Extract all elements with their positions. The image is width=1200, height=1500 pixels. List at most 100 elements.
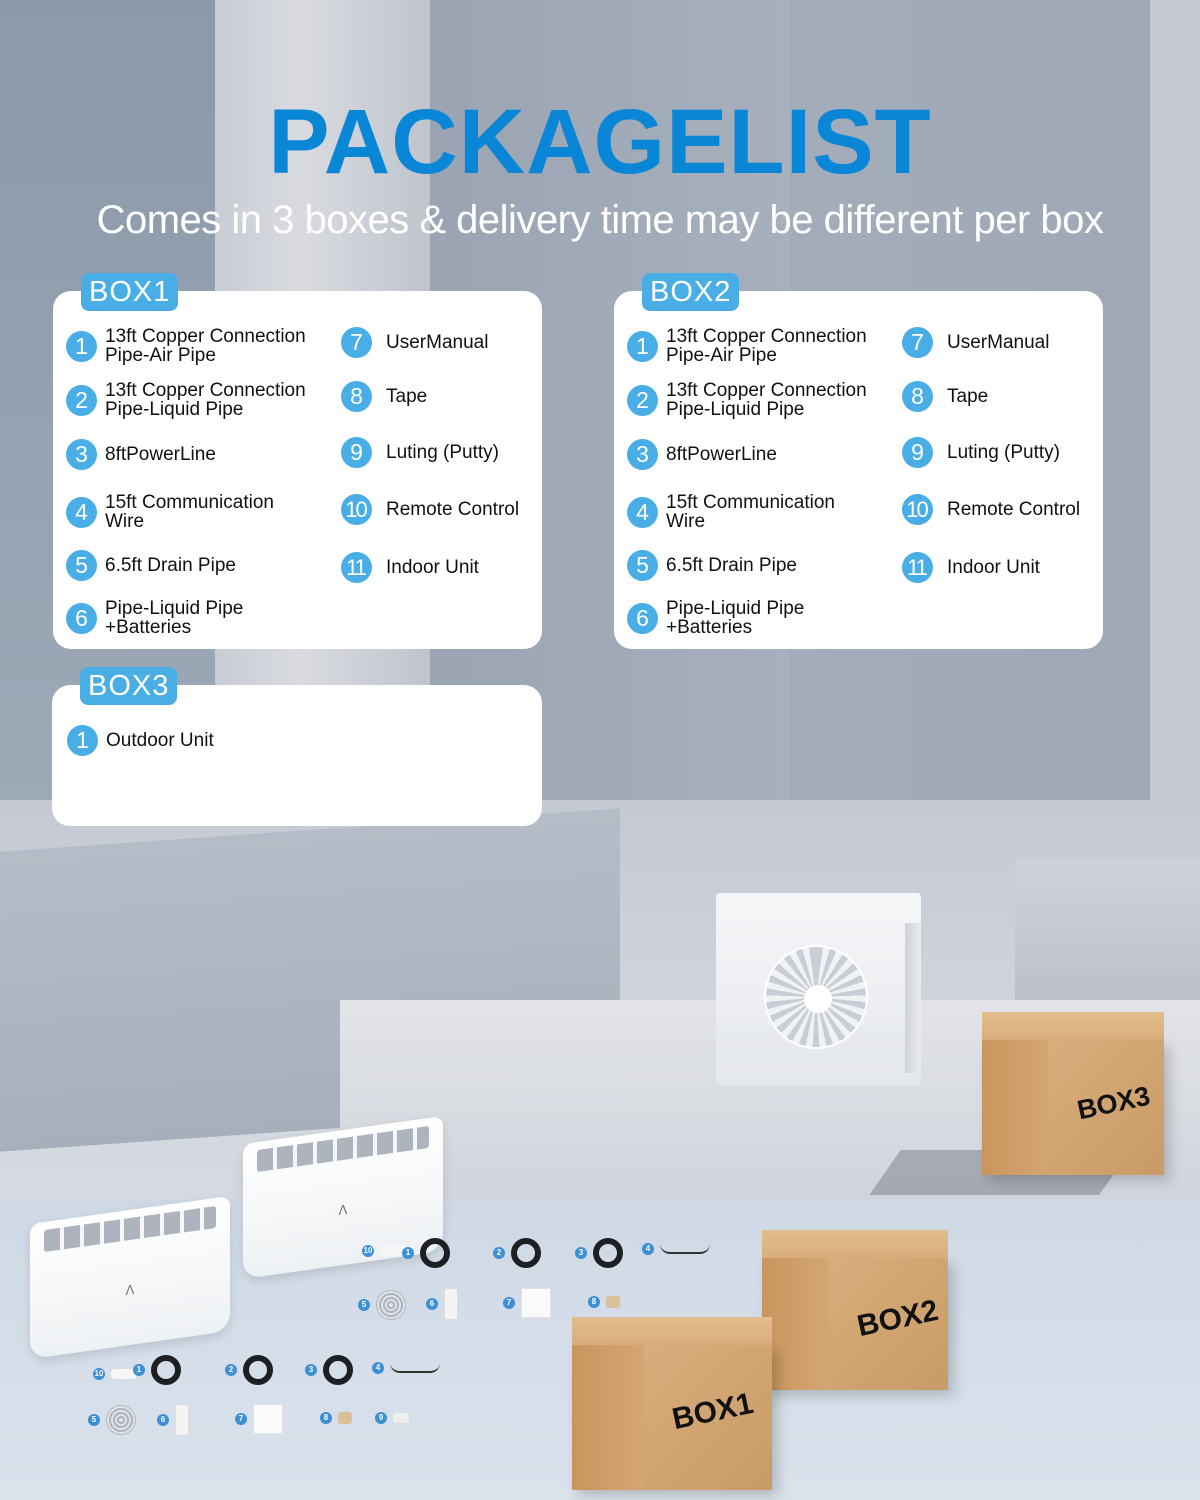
accessory-pipe: 2 <box>493 1238 541 1268</box>
accessory-manual: 7 <box>235 1404 283 1434</box>
list-item: 11 Indoor Unit <box>902 552 1040 583</box>
list-item: 3 8ftPowerLine <box>627 439 777 470</box>
item-number-badge: 10 <box>902 494 933 525</box>
list-item: 7 UserManual <box>902 327 1049 358</box>
page-title: PACKAGELIST <box>268 91 932 193</box>
accessory-pipe: 1 <box>402 1238 450 1268</box>
item-number-badge: 7 <box>341 327 372 358</box>
carton-label: BOX1 <box>669 1386 757 1437</box>
item-number-badge: 6 <box>627 602 658 634</box>
accessory-pipe: 1 <box>133 1355 181 1385</box>
item-number-badge: 5 <box>627 550 658 581</box>
item-label: 8ftPowerLine <box>105 444 216 465</box>
item-number-badge: 2 <box>627 384 658 416</box>
accessory-drain: 5 <box>88 1405 136 1435</box>
item-label: Pipe-Liquid Pipe+Batteries <box>666 598 805 638</box>
item-label: Outdoor Unit <box>106 730 214 751</box>
item-number-badge: 9 <box>902 437 933 468</box>
accessory-putty: 9 <box>375 1412 409 1424</box>
item-label: 6.5ft Drain Pipe <box>105 555 236 576</box>
item-number-badge: 2 <box>66 384 97 416</box>
list-item: 5 6.5ft Drain Pipe <box>66 550 236 581</box>
list-item: 1 Outdoor Unit <box>67 725 214 756</box>
item-number-badge: 10 <box>341 494 372 525</box>
page-subtitle: Comes in 3 boxes & delivery time may be … <box>96 198 1104 242</box>
item-number-badge: 11 <box>341 552 372 583</box>
list-item: 9 Luting (Putty) <box>341 437 499 468</box>
accessory-drain: 5 <box>358 1290 406 1320</box>
item-number-badge: 9 <box>341 437 372 468</box>
box3-card: BOX3 1 Outdoor Unit <box>52 667 542 826</box>
fan-icon <box>764 945 868 1049</box>
list-item: 6 Pipe-Liquid Pipe+Batteries <box>66 599 243 637</box>
accessory-powerline: 3 <box>305 1355 353 1385</box>
accessory-remote-battery: 6 <box>426 1288 458 1320</box>
item-number-badge: 3 <box>627 439 658 470</box>
outdoor-unit-image <box>716 893 921 1085</box>
item-number-badge: 3 <box>66 439 97 470</box>
bg-wall-panel <box>1150 0 1200 900</box>
item-label: Tape <box>947 386 989 407</box>
accessory-manual: 7 <box>503 1288 551 1318</box>
item-label: Tape <box>386 386 428 407</box>
list-item: 3 8ftPowerLine <box>66 439 216 470</box>
item-number-badge: 4 <box>627 496 658 528</box>
brand-logo-icon: Λ <box>338 1202 348 1220</box>
brand-logo-icon: Λ <box>125 1282 135 1300</box>
list-item: 6 Pipe-Liquid Pipe+Batteries <box>627 599 804 637</box>
carton-box1: BOX1 <box>572 1317 772 1490</box>
item-label: Luting (Putty) <box>386 442 499 463</box>
item-number-badge: 7 <box>902 327 933 358</box>
item-number-badge: 5 <box>66 550 97 581</box>
item-number-badge: 11 <box>902 552 933 583</box>
box1-badge: BOX1 <box>81 273 179 311</box>
accessory-tape: 8 <box>320 1412 352 1424</box>
accessory-tape: 8 <box>588 1296 620 1308</box>
bg-step <box>1015 860 1200 1020</box>
item-label: Luting (Putty) <box>947 442 1060 463</box>
item-label: Indoor Unit <box>386 557 479 578</box>
list-item: 11 Indoor Unit <box>341 552 479 583</box>
item-label: UserManual <box>947 332 1050 353</box>
box3-badge: BOX3 <box>80 667 178 705</box>
accessory-remote: 10 <box>362 1245 406 1257</box>
list-item: 10 Remote Control <box>341 494 519 525</box>
item-label: Remote Control <box>947 499 1081 520</box>
carton-label: BOX3 <box>1074 1080 1153 1126</box>
item-number-badge: 4 <box>66 496 97 528</box>
item-label: Indoor Unit <box>947 557 1040 578</box>
item-label: UserManual <box>386 332 489 353</box>
accessory-remote: 10 <box>93 1368 137 1380</box>
item-number-badge: 1 <box>67 725 98 756</box>
box2-badge: BOX2 <box>642 273 740 311</box>
list-item: 8 Tape <box>902 381 988 412</box>
item-label: Pipe-Liquid Pipe+Batteries <box>105 598 244 638</box>
indoor-unit-image: Λ <box>30 1195 230 1360</box>
accessory-remote-battery: 6 <box>157 1404 189 1436</box>
item-number-badge: 1 <box>66 330 97 362</box>
carton-label: BOX2 <box>854 1293 942 1344</box>
carton-box2: BOX2 <box>762 1230 948 1390</box>
item-label: Remote Control <box>386 499 520 520</box>
accessory-wire: 4 <box>372 1362 440 1374</box>
accessory-pipe: 2 <box>225 1355 273 1385</box>
item-label: 6.5ft Drain Pipe <box>666 555 797 576</box>
accessory-powerline: 3 <box>575 1238 623 1268</box>
accessory-wire: 4 <box>642 1243 710 1255</box>
item-number-badge: 6 <box>66 602 97 634</box>
list-item: 9 Luting (Putty) <box>902 437 1060 468</box>
item-label: 8ftPowerLine <box>666 444 777 465</box>
